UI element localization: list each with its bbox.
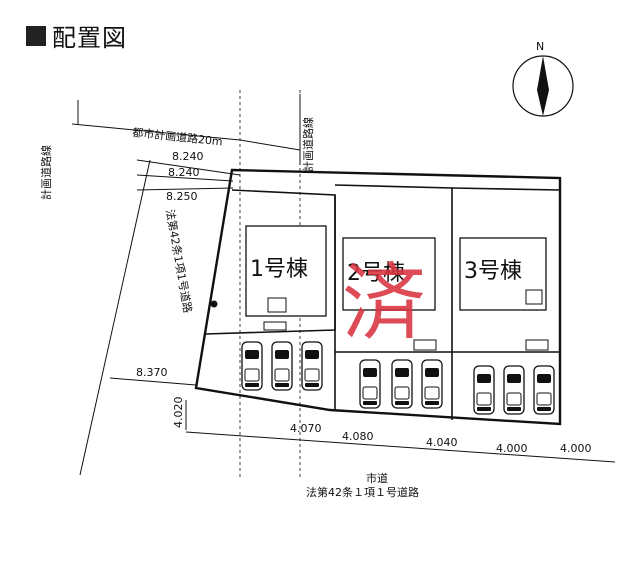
- north-label: N: [536, 40, 544, 53]
- left-road-label: 計画道路線: [39, 145, 53, 200]
- dim-6: 4.070: [290, 422, 322, 435]
- dim-7: 4.080: [342, 430, 374, 443]
- building-1-label: 1号棟: [250, 257, 308, 282]
- dim-8: 4.040: [426, 436, 458, 449]
- dim-1: 8.240: [172, 150, 204, 163]
- dim-4: 8.370: [136, 366, 168, 379]
- top-road-label: 都市計画道路20m: [132, 125, 224, 148]
- bottom-road-label-2: 法第42条１項１号道路: [306, 485, 419, 499]
- sold-stamp: 済: [342, 254, 426, 352]
- building-2: 2号棟: [342, 237, 436, 311]
- building-1: 1号棟: [245, 225, 327, 317]
- building-3: 3号棟: [459, 237, 547, 311]
- vertical-road-label: 法第42条1項1号道路: [163, 208, 195, 314]
- dim-10: 4.000: [560, 442, 592, 455]
- bottom-road-label-1: 市道: [366, 471, 388, 485]
- dim-3: 8.250: [166, 190, 198, 203]
- building-3-label: 3号棟: [464, 259, 522, 284]
- page-title: 配置図: [26, 18, 127, 53]
- right-road-label: 計画道路線: [301, 117, 315, 172]
- north-compass: N: [512, 40, 574, 117]
- dim-2: 8.240: [168, 166, 200, 179]
- dim-9: 4.000: [496, 442, 528, 455]
- dim-5: 4.020: [172, 397, 185, 429]
- building-2-label: 2号棟: [347, 261, 405, 286]
- title-text: 配置図: [52, 24, 127, 52]
- title-square-icon: [26, 25, 46, 46]
